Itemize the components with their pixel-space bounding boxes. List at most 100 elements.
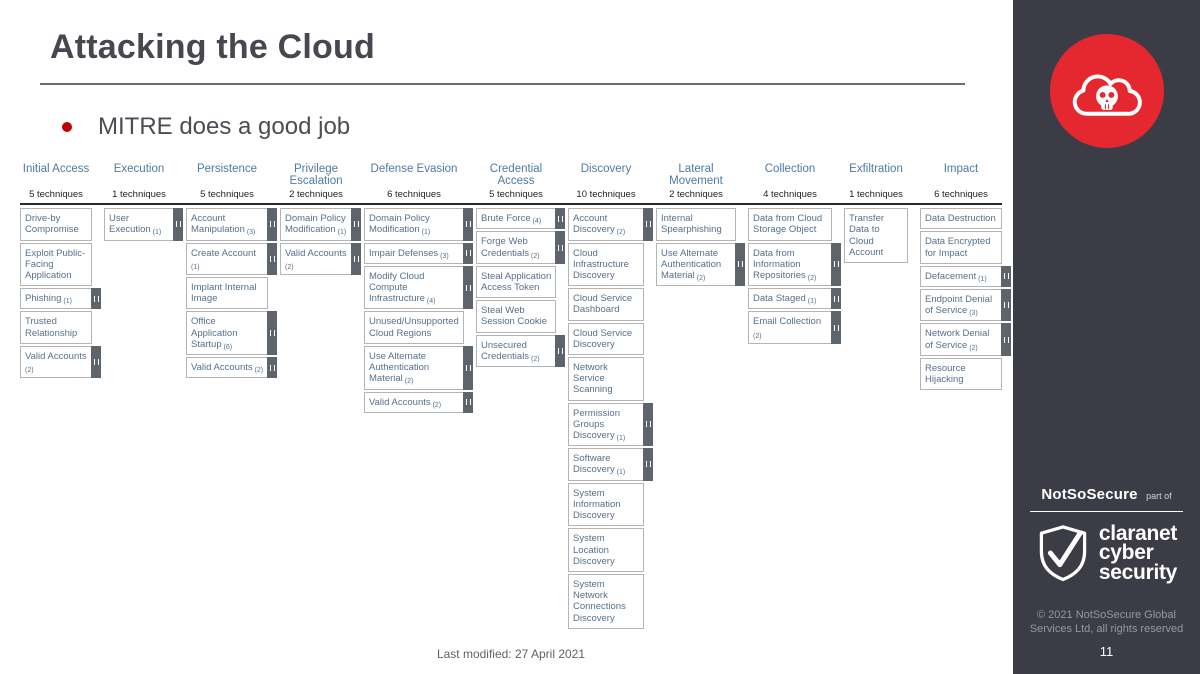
technique-cell-data-from-information-repositories: Data from Information Repositories (2) (748, 242, 841, 287)
technique-label: Account Manipulation (3) (191, 213, 256, 237)
subtechnique-expand-icon (831, 242, 841, 287)
technique-label: Valid Accounts (2) (25, 350, 87, 375)
subtechnique-expand-icon (643, 402, 653, 447)
subtechnique-count: (3) (438, 252, 449, 260)
title-divider (40, 83, 965, 85)
subtechnique-count: (1) (61, 298, 72, 306)
subtechnique-count: (1) (191, 263, 200, 271)
tactic-name: Discovery (580, 163, 632, 175)
subtechnique-expand-icon (463, 345, 473, 390)
tactic-name: Credential Access (489, 163, 543, 188)
technique-cell-office-application-startup: Office Application Startup (6) (186, 311, 277, 356)
sidebar: NotSoSecure part of claranet cyber secur… (1013, 0, 1200, 674)
technique-cell-steal-web-session-cookie: Steal Web Session Cookie (476, 300, 556, 333)
tactic-column-privilege-escalation: Domain Policy Modification (1) Valid Acco… (280, 208, 361, 277)
technique-cell-network-denial-of-service: Network Denial of Service (2) (920, 323, 1011, 356)
subtechnique-expand-icon (91, 345, 101, 379)
technique-label: Transfer Data to Cloud Account (849, 213, 885, 258)
technique-cell-internal-spearphishing: Internal Spearphishing (656, 208, 736, 241)
technique-label: Steal Application Access Token (481, 270, 552, 294)
technique-label: Domain Policy Modification (1) (285, 213, 347, 237)
page-title: Attacking the Cloud (50, 28, 375, 66)
technique-label: Software Discovery (1) (573, 453, 626, 477)
subtechnique-count: (2) (430, 401, 442, 409)
subtechnique-expand-icon (1001, 265, 1011, 287)
tactic-name: Exfiltration (849, 163, 903, 175)
technique-label: Permission Groups Discovery (1) (573, 407, 626, 443)
technique-label: Network Service Scanning (573, 362, 613, 396)
technique-label: System Location Discovery (573, 533, 615, 567)
technique-cell-trusted-relationship: Trusted Relationship (20, 311, 92, 344)
last-modified-label: Last modified: 27 April 2021 (436, 646, 586, 661)
technique-label: Valid Accounts (2) (369, 396, 442, 409)
tactic-column-defense-evasion: Domain Policy Modification (1) Impair Def… (364, 208, 473, 415)
technique-cell-account-discovery: Account Discovery (2) (568, 208, 653, 241)
technique-cell-system-network-connections-discovery: System Network Connections Discovery (568, 573, 644, 629)
subtechnique-count: (1) (150, 229, 162, 237)
subtechnique-expand-icon (555, 208, 565, 230)
subtechnique-expand-icon (643, 448, 653, 481)
subtechnique-count: (1) (614, 435, 626, 443)
claranet-logo: claranet cyber security (1030, 523, 1183, 583)
technique-cell-unsecured-credentials: Unsecured Credentials (2) (476, 334, 565, 368)
part-of-label: part of (1146, 491, 1172, 501)
tactic-count: 5 techniques (29, 189, 83, 201)
subtechnique-expand-icon (267, 311, 277, 356)
technique-label: Unsecured Credentials (2) (481, 339, 540, 363)
subtechnique-expand-icon (643, 208, 653, 241)
technique-cell-valid-accounts: Valid Accounts (2) (280, 242, 361, 276)
partner-brand-block: NotSoSecure part of claranet cyber secur… (1030, 486, 1183, 583)
subtechnique-count: (1) (419, 229, 431, 237)
technique-cell-data-from-cloud-storage-object: Data from Cloud Storage Object (748, 208, 832, 241)
tactic-column-execution: User Execution (1) (104, 208, 183, 242)
technique-label: Account Discovery (2) (573, 213, 626, 237)
technique-label: Email Collection (2) (753, 316, 822, 340)
technique-label: Endpoint Denial of Service (3) (925, 293, 993, 318)
technique-cell-create-account: Create Account (1) (186, 242, 277, 276)
subtechnique-expand-icon (173, 208, 183, 241)
technique-cell-valid-accounts: Valid Accounts (2) (364, 391, 473, 413)
technique-label: Impair Defenses (3) (369, 247, 449, 260)
copyright-line-1: © 2021 NotSoSecure Global (1037, 609, 1176, 621)
matrix-header-divider (20, 203, 1002, 206)
subtechnique-count: (2) (529, 252, 540, 260)
technique-label: Use Alternate Authentication Material (2… (661, 247, 722, 282)
technique-cell-cloud-infrastructure-discovery: Cloud Infrastructure Discovery (568, 242, 644, 287)
subtechnique-expand-icon (1001, 323, 1011, 356)
tactic-count: 2 techniques (669, 189, 723, 201)
technique-label: System Network Connections Discovery (573, 578, 626, 624)
technique-label: Data from Information Repositories (2) (753, 247, 817, 282)
technique-cell-permission-groups-discovery: Permission Groups Discovery (1) (568, 402, 653, 447)
tactic-name: Privilege Escalation (289, 163, 343, 188)
bullet-item: MITRE does a good job (62, 113, 1013, 141)
subtechnique-count: (1) (976, 275, 987, 283)
subtechnique-count: (4) (424, 298, 436, 306)
technique-label: Resource Hijacking (925, 362, 966, 386)
technique-cell-endpoint-denial-of-service: Endpoint Denial of Service (3) (920, 288, 1011, 322)
technique-label: Exploit Public-Facing Application (25, 247, 86, 281)
technique-label: Use Alternate Authentication Material (2… (369, 350, 430, 386)
subtechnique-count: (2) (805, 274, 817, 282)
subtechnique-expand-icon (463, 391, 473, 413)
tactic-name: Defense Evasion (370, 163, 458, 175)
technique-label: Brute Force (4) (481, 213, 542, 226)
tactic-count: 10 techniques (576, 189, 636, 201)
technique-label: Trusted Relationship (25, 316, 78, 339)
tactic-header-discovery: Discovery 10 techniques (568, 163, 644, 202)
technique-cell-unused-unsupported-cloud-regions: Unused/Unsupported Cloud Regions (364, 311, 464, 344)
technique-cell-exploit-public-facing-application: Exploit Public-Facing Application (20, 242, 92, 287)
copyright-line-2: Services Ltd, all rights reserved (1029, 623, 1184, 636)
technique-label: Domain Policy Modification (1) (369, 213, 431, 237)
technique-label: Unused/Unsupported Cloud Regions (369, 316, 459, 339)
technique-cell-domain-policy-modification: Domain Policy Modification (1) (364, 208, 473, 241)
